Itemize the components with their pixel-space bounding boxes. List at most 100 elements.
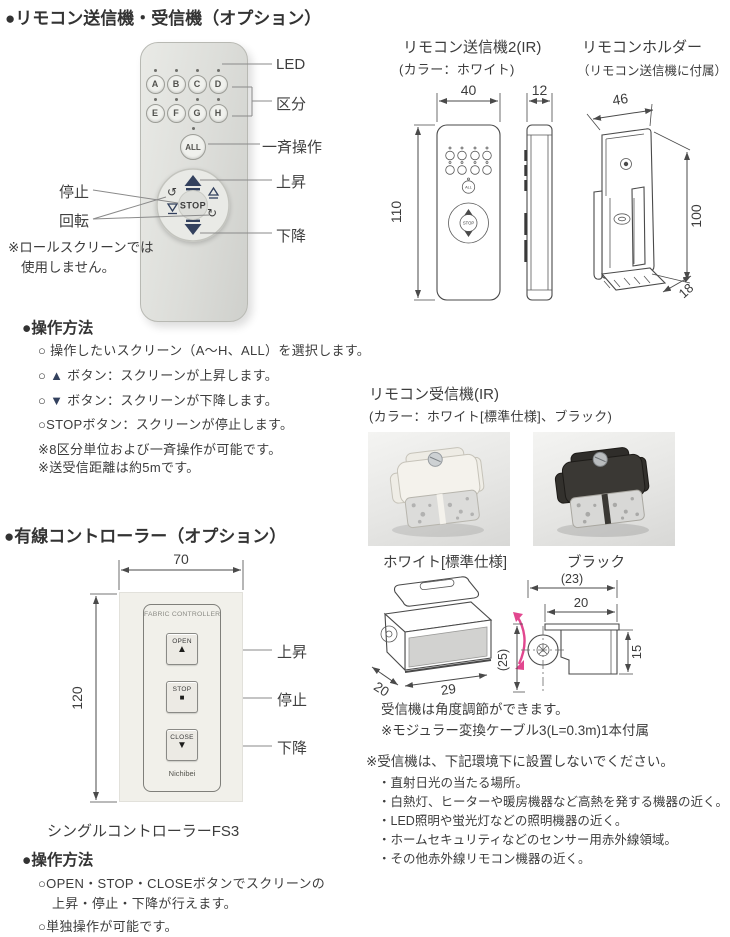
receiver-note-cable: ※モジュラー変換ケーブル3(L=0.3m)1本付属	[381, 723, 649, 738]
remote-button-all-label: ALL	[185, 142, 201, 152]
stop-button-label: STOP	[172, 686, 192, 693]
wired-callout-stop: 停止	[277, 692, 308, 709]
receiver-dim-side-total-height: (25)	[496, 649, 510, 671]
transmitter-subtitle: (カラー：ホワイト)	[399, 62, 515, 77]
receiver-device-black	[554, 447, 650, 529]
op1-item3-text: ボタン：スクリーンが下降します。	[63, 393, 279, 408]
receiver-dim-side-height: 15	[629, 645, 644, 659]
transmitter-holder-drawing: 40 12 110 ALL STOP	[388, 82, 704, 301]
led-dot	[174, 68, 178, 72]
remote-button-b-label: B	[172, 79, 180, 89]
callout-lower: 下降	[276, 228, 307, 245]
callout-rotate: 回転	[59, 213, 90, 230]
led-dot	[153, 68, 157, 72]
op2-line2: 上昇・停止・下降が行えます。	[52, 896, 237, 911]
receiver-device-white	[389, 447, 485, 529]
holder-subtitle: （リモコン送信機に付属）	[577, 64, 728, 78]
receiver-dim-side-width: 20	[574, 595, 588, 610]
led-dot	[174, 97, 178, 101]
callout-group: 区分	[276, 96, 307, 113]
receiver-warning-item: ・LED照明や蛍光灯などの照明機器の近く。	[378, 814, 628, 828]
remote-button-h-label: H	[214, 108, 222, 118]
remote-button-e: E	[145, 103, 165, 123]
led-dot	[195, 68, 199, 72]
led-dot	[191, 126, 195, 130]
op1-item2: ○ ▲ ボタン：スクリーンが上昇します。	[38, 365, 278, 384]
op1-heading: ●操作方法	[22, 320, 94, 337]
tilt-close-icon	[166, 203, 179, 213]
receiver-dim-side-total-width: (23)	[561, 572, 583, 586]
transmitter-dim-depth: 12	[532, 82, 548, 98]
wired-product-name: シングルコントローラーFS3	[47, 823, 240, 840]
op1-item1: ○ 操作したいスクリーン（A～H、ALL）を選択します。	[38, 343, 371, 358]
wired-callout-lower: 下降	[277, 740, 308, 757]
led-dot	[216, 68, 220, 72]
front-view-buttons: ALL STOP	[445, 146, 492, 244]
remote-note-line1: ※ロールスクリーンでは	[8, 240, 154, 255]
receiver-warning-item: ・直射日光の当たる場所。	[378, 776, 529, 790]
led-dot	[153, 97, 157, 101]
stop-button-square-icon: ■	[179, 693, 185, 702]
receiver-warning-item: ・白熱灯、ヒーターや暖房機器など高熱を発する機器の近く。	[378, 795, 729, 809]
op1-item3: ○ ▼ ボタン：スクリーンが下降します。	[38, 390, 278, 409]
close-button: CLOSE ▼	[166, 729, 198, 761]
receiver-side-view: (23) 20 (25) 15	[496, 572, 644, 693]
receiver-dimension-drawing: 20 29 (23) 20 (25) 15	[371, 572, 644, 700]
op1-note2: ※送受信距離は約5mです。	[38, 460, 200, 475]
section-title-wired-controller: ●有線コントローラー（オプション）	[4, 527, 287, 546]
down-triangle-icon: ▼	[50, 393, 64, 408]
receiver-dim-iso-depth: 20	[371, 679, 392, 700]
op1-note1: ※8区分単位および一斉操作が可能です。	[38, 442, 282, 457]
remote-transmitter-photo: A B C D E F G H ALL ↺	[140, 42, 248, 322]
op2-heading: ●操作方法	[22, 852, 94, 869]
side-view-button-bumps	[524, 150, 528, 262]
close-button-label: CLOSE	[170, 734, 194, 741]
receiver-subtitle: (カラー：ホワイト[標準仕様]、ブラック)	[369, 409, 613, 424]
open-button-label: OPEN	[172, 638, 192, 645]
wired-dim-width: 70	[173, 551, 189, 567]
transmitter-dim-height: 110	[388, 201, 404, 224]
remote-button-g: G	[187, 103, 207, 123]
op2-line3: ○単独操作が可能です。	[38, 919, 178, 934]
up-triangle-icon: ▲	[50, 368, 64, 383]
op2-line1: ○OPEN・STOP・CLOSEボタンでスクリーンの	[38, 876, 326, 891]
remote-dial-art: ↺ ↻ STOP	[156, 168, 230, 242]
panel-title: FABRIC CONTROLLER	[144, 611, 221, 618]
wired-dim-height: 120	[69, 686, 85, 710]
op1-item2-text: ボタン：スクリーンが上昇します。	[63, 368, 279, 383]
caption-black: ブラック	[567, 555, 625, 571]
transmitter-dim-width: 40	[461, 82, 477, 98]
holder-dim-width: 46	[611, 90, 629, 108]
stop-button: STOP ■	[166, 681, 198, 713]
callout-raise: 上昇	[276, 174, 307, 191]
receiver-title: リモコン受信機(IR)	[369, 386, 499, 403]
remote-button-b: B	[166, 74, 186, 94]
remote-button-c: C	[187, 74, 207, 94]
op1-item4: ○STOPボタン：スクリーンが停止します。	[38, 417, 294, 432]
callout-all-operation: 一斉操作	[262, 139, 323, 156]
rotate-ccw-icon: ↺	[167, 185, 177, 199]
remote-note-line2: 使用しません。	[21, 260, 116, 275]
op1-item2-pre: ○	[38, 368, 51, 383]
open-button-up-icon: ▲	[177, 644, 187, 655]
receiver-note-angle: 受信機は角度調節ができます。	[381, 702, 569, 717]
remote-button-all: ALL	[180, 134, 206, 160]
receiver-photo-white	[368, 432, 510, 546]
remote-button-f: F	[166, 103, 186, 123]
remote-button-f-label: F	[173, 108, 179, 118]
tilt-open-icon	[207, 186, 220, 196]
remote-button-a-label: A	[151, 79, 159, 89]
wired-controller-panel: FABRIC CONTROLLER OPEN ▲ STOP ■ CLOSE ▼ …	[143, 604, 221, 792]
receiver-warning-item: ・ホームセキュリティなどのセンサー用赤外線領域。	[378, 833, 677, 847]
dial-stop-label: STOP	[180, 201, 206, 211]
led-dot	[216, 97, 220, 101]
led-dot	[195, 97, 199, 101]
receiver-warning-title: ※受信機は、下記環境下に設置しないでください。	[366, 754, 674, 769]
remote-button-d: D	[208, 74, 228, 94]
rotate-cw-icon: ↻	[207, 206, 217, 220]
remote-button-d-label: D	[214, 79, 222, 89]
holder-dim-height: 100	[688, 204, 704, 228]
receiver-dim-iso-width: 29	[440, 681, 457, 698]
receiver-photo-black	[533, 432, 675, 546]
